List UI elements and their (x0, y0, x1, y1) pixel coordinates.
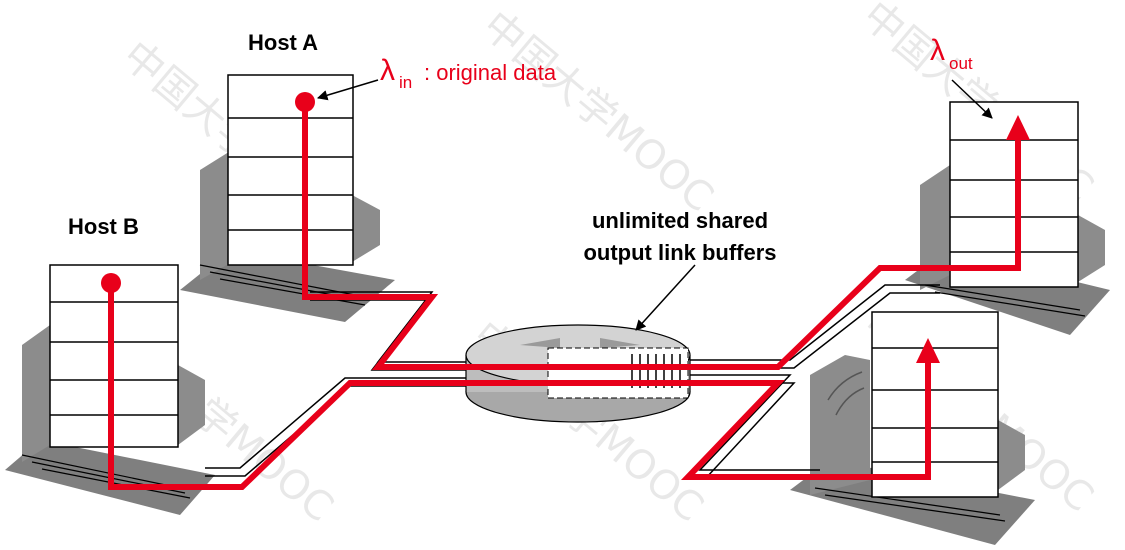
host-b-right-shadow (178, 365, 205, 445)
host-a-side-shadow (200, 150, 232, 280)
watermark-text: 中国大学MOOC (474, 2, 722, 221)
output-buffer (547, 347, 689, 399)
host-a-right-shadow (352, 195, 380, 262)
source-dot-b (101, 273, 121, 293)
server-stack-icon (871, 311, 999, 498)
data-flow (108, 102, 1021, 490)
router-label-line2: output link buffers (583, 240, 776, 265)
host-a-label: Host A (248, 30, 318, 55)
flow-a-to-c (302, 102, 1021, 370)
flow-b-to-d (108, 283, 931, 490)
router (465, 324, 691, 423)
host-b-side-shadow (22, 325, 50, 462)
arrow-up-icon (1006, 115, 1030, 140)
host-d-right-shadow (998, 420, 1025, 490)
annotation-arrows (316, 79, 993, 331)
source-dot-a (295, 92, 315, 112)
arrow-up-icon (916, 338, 940, 363)
lambda-out-symbol: λ (930, 34, 945, 67)
lambda-in-description: : original data (424, 60, 557, 85)
host-b-label: Host B (68, 214, 139, 239)
router-label-line1: unlimited shared (592, 208, 768, 233)
host-d-side-shadow (810, 355, 870, 495)
host-c-side-shadow (920, 165, 950, 290)
host-a (180, 74, 395, 322)
server-stack-icon (227, 74, 354, 266)
flow-markers (101, 92, 1030, 363)
lambda-in-symbol: λ (380, 54, 395, 87)
lambda-in-subscript: in (399, 73, 412, 92)
lambda-out-subscript: out (949, 54, 973, 73)
host-c-right-shadow (1078, 215, 1105, 282)
host-d (790, 311, 1035, 545)
